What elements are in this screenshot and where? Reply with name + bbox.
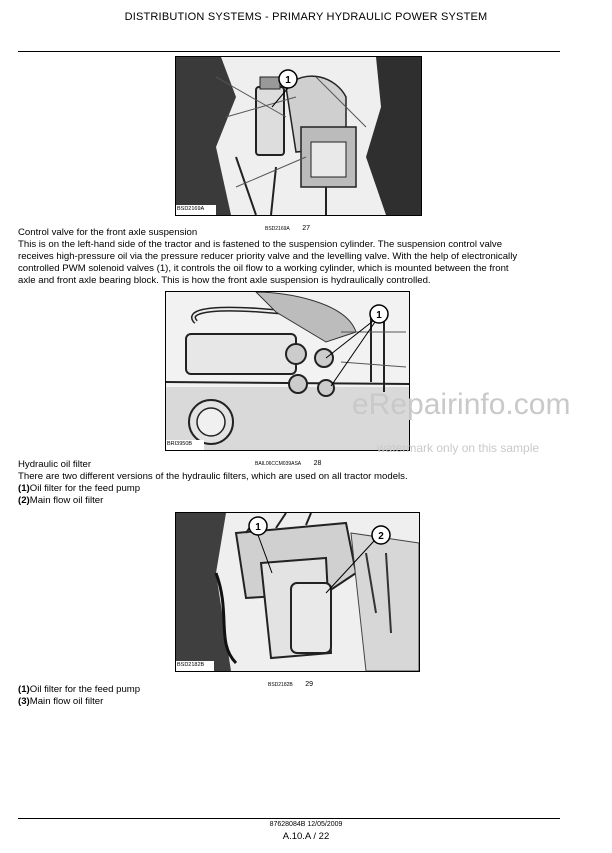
- figure-28-caption: BAIL06CCM039ASA 28: [255, 452, 375, 470]
- list-item-text: Main flow oil filter: [29, 495, 104, 506]
- list-item-text: Oil filter for the feed pump: [29, 684, 141, 695]
- page-header-title: DISTRIBUTION SYSTEMS - PRIMARY HYDRAULIC…: [124, 11, 488, 23]
- callout-label: 1: [285, 75, 291, 86]
- figure-28-image: 1: [165, 291, 410, 451]
- figure-29-number: 29: [305, 681, 313, 688]
- paragraph-line: receives high-pressure oil via the press…: [18, 251, 518, 262]
- callout-circle: [371, 525, 391, 545]
- figure-27-caption: BSD2169A 27: [265, 217, 355, 235]
- figure-29-illustration: 1 2: [176, 513, 419, 671]
- paragraph-line: axle and front axle bearing block. This …: [18, 275, 431, 286]
- watermark-sub: watermark only on this sample: [377, 441, 540, 455]
- callout-label: 1: [376, 310, 382, 321]
- list-item-text: Main flow oil filter: [29, 696, 104, 707]
- figure-28-number: 28: [313, 460, 322, 467]
- figure-27-illustration: 1: [176, 57, 421, 215]
- figure-27-id-label: BSD2169A: [177, 206, 205, 212]
- figure-27-number: 27: [302, 225, 310, 232]
- callout-label: 2: [378, 531, 384, 542]
- paragraph-line: controlled PWM solenoid valves (1), it c…: [18, 263, 509, 274]
- figure-28-illustration: 1: [166, 292, 409, 450]
- callout-circle: [369, 304, 389, 324]
- list-item-number: (1): [18, 483, 30, 494]
- footer-doc-reference: 87628084B 12/05/2009: [269, 821, 343, 828]
- list-item: (2)Main flow oil filter: [18, 495, 103, 506]
- figure-27-caption-code: BSD2169A: [265, 226, 290, 232]
- list-item-number: (1): [18, 684, 30, 695]
- list-item-number: (2): [18, 495, 30, 506]
- list-item: (1)Oil filter for the feed pump: [18, 684, 140, 695]
- header-rule: [18, 51, 560, 52]
- footer-page-number: A.10.A / 22: [282, 831, 330, 842]
- figure-29-caption: BSD2182B 29: [268, 673, 358, 691]
- figure-29-id-label: BSD2182B: [177, 662, 205, 668]
- figure-28-caption-code: BAIL06CCM039ASA: [255, 461, 302, 467]
- section-heading-control-valve: Control valve for the front axle suspens…: [18, 227, 198, 238]
- footer-rule: [18, 818, 560, 819]
- figure-29-caption-code: BSD2182B: [268, 682, 293, 688]
- list-item-number: (3): [18, 696, 30, 707]
- figure-27-image: 1: [175, 56, 422, 216]
- watermark-main: eRepairinfo.com: [352, 388, 571, 421]
- figure-29-image: 1 2: [175, 512, 420, 672]
- paragraph-line: There are two different versions of the …: [18, 471, 408, 482]
- paragraph-line: This is on the left-hand side of the tra…: [18, 239, 503, 250]
- callout-label: 1: [255, 522, 261, 533]
- list-item: (3)Main flow oil filter: [18, 696, 103, 707]
- section-heading-hydraulic-filter: Hydraulic oil filter: [18, 459, 92, 470]
- figure-28-id-label: BRI3950B: [167, 441, 193, 447]
- list-item-text: Oil filter for the feed pump: [29, 483, 141, 494]
- list-item: (1)Oil filter for the feed pump: [18, 483, 140, 494]
